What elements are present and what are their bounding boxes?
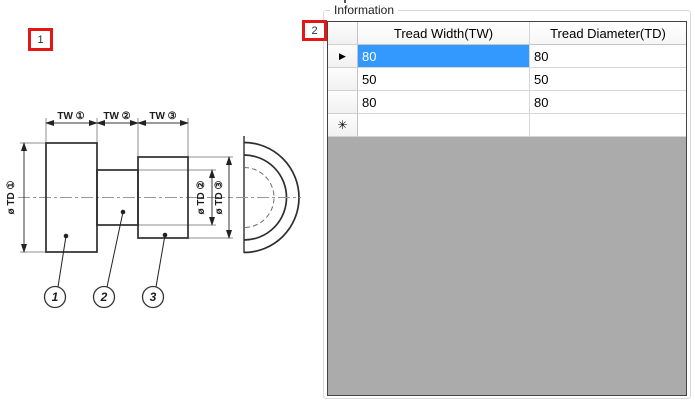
- row-header-current[interactable]: ▶: [328, 45, 358, 68]
- new-row-asterisk-icon: ✳: [337, 118, 348, 132]
- leader-lines: [57, 211, 166, 288]
- dim-label-tw2: TW ②: [103, 111, 130, 122]
- table-row-new: ✳: [328, 114, 686, 137]
- part-number-1: 1: [52, 290, 59, 304]
- cell-new-tw[interactable]: [358, 114, 530, 137]
- dim-label-td2: ø TD ②: [196, 180, 207, 214]
- panel-title: Information: [330, 3, 399, 18]
- row-header[interactable]: [328, 68, 358, 91]
- cell-r1-td[interactable]: 80: [530, 45, 686, 68]
- shaft-section-3: [137, 156, 189, 239]
- column-header-tread-width[interactable]: Tread Width(TW): [358, 22, 530, 45]
- top-edge-tick: [344, 0, 346, 3]
- part-number-3: 3: [150, 290, 157, 304]
- dim-label-tw1: TW ①: [57, 111, 84, 122]
- cell-r3-td[interactable]: 80: [530, 91, 686, 114]
- table-row: 80 80: [328, 91, 686, 114]
- cell-new-td[interactable]: [530, 114, 686, 137]
- cell-r3-tw[interactable]: 80: [358, 91, 530, 114]
- part-balloon-3: [141, 285, 165, 309]
- leader-dots: [63, 209, 168, 239]
- part-number-2: 2: [100, 290, 108, 304]
- data-grid: Tread Width(TW) Tread Diameter(TD) ▶ 80 …: [327, 21, 687, 396]
- part-balloons: 1 2 3: [43, 285, 165, 309]
- grid-empty-area: [328, 137, 686, 395]
- dim-label-tw3: TW ③: [149, 111, 176, 122]
- column-header-tread-diameter[interactable]: Tread Diameter(TD): [530, 22, 686, 45]
- shaft-technical-drawing: TW ① TW ② TW ③ ø TD ① ø TD ② ø TD ③ 1 2 …: [6, 111, 301, 309]
- part-balloon-1: [43, 285, 67, 309]
- cell-r2-tw[interactable]: 50: [358, 68, 530, 91]
- part-balloon-2: [92, 285, 116, 309]
- shaft-end-view: [236, 136, 301, 254]
- table-row: ▶ 80 80: [328, 45, 686, 68]
- row-header[interactable]: [328, 91, 358, 114]
- shaft-side-view: [45, 142, 189, 253]
- grid-header-row: Tread Width(TW) Tread Diameter(TD): [328, 22, 686, 45]
- dim-label-td1: ø TD ①: [6, 180, 17, 214]
- grid-corner-cell[interactable]: [328, 22, 358, 45]
- cell-r2-td[interactable]: 50: [530, 68, 686, 91]
- dim-label-td3: ø TD ③: [214, 180, 225, 214]
- dimension-lines: [21, 120, 232, 253]
- step-marker-2: 2: [302, 20, 327, 41]
- step-marker-1: 1: [28, 28, 53, 51]
- table-row: 50 50: [328, 68, 686, 91]
- cell-r1-tw[interactable]: 80: [358, 45, 530, 68]
- row-header-new[interactable]: ✳: [328, 114, 358, 137]
- current-row-arrow-icon: ▶: [339, 50, 346, 61]
